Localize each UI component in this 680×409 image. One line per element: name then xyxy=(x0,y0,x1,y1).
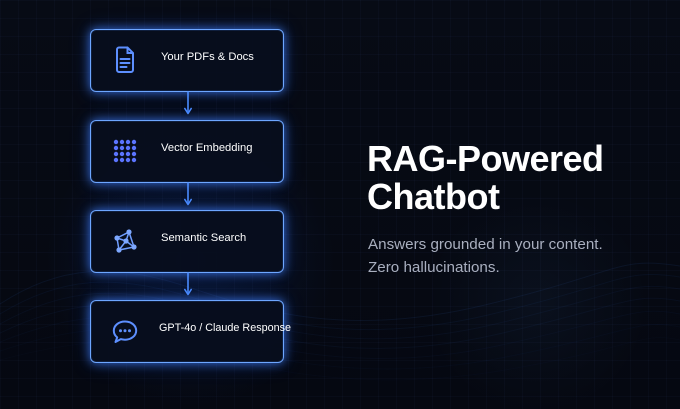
flow-arrow-1 xyxy=(184,91,192,119)
step-card-llm-response: GPT-4o / Claude Response xyxy=(90,300,291,363)
flow-arrow-2 xyxy=(184,182,192,210)
step-label-llm-response: GPT-4o / Claude Response xyxy=(159,322,292,334)
flow-arrow-3 xyxy=(184,272,192,300)
hero-subtitle: Answers grounded in your content. Zero h… xyxy=(368,233,658,279)
step-card-documents: Your PDFs & Docs xyxy=(90,29,284,92)
vector-grid-icon xyxy=(109,135,141,167)
hero-title-line-2: Chatbot xyxy=(367,176,500,217)
step-card-semantic-search: Semantic Search xyxy=(90,210,284,273)
step-card-vector-embedding: Vector Embedding xyxy=(90,120,284,183)
document-icon xyxy=(109,44,141,76)
network-icon xyxy=(109,225,141,257)
step-label-semantic-search: Semantic Search xyxy=(161,232,247,244)
step-label-vector-embedding: Vector Embedding xyxy=(161,142,253,154)
step-label-documents: Your PDFs & Docs xyxy=(161,51,254,63)
hero-subtitle-line-1: Answers grounded in your content. xyxy=(368,236,603,253)
chat-bubble-icon xyxy=(109,315,141,347)
hero-subtitle-line-2: Zero hallucinations. xyxy=(368,259,500,276)
hero-title-line-1: RAG-Powered xyxy=(367,138,604,179)
hero-title: RAG-Powered Chatbot xyxy=(367,140,647,216)
